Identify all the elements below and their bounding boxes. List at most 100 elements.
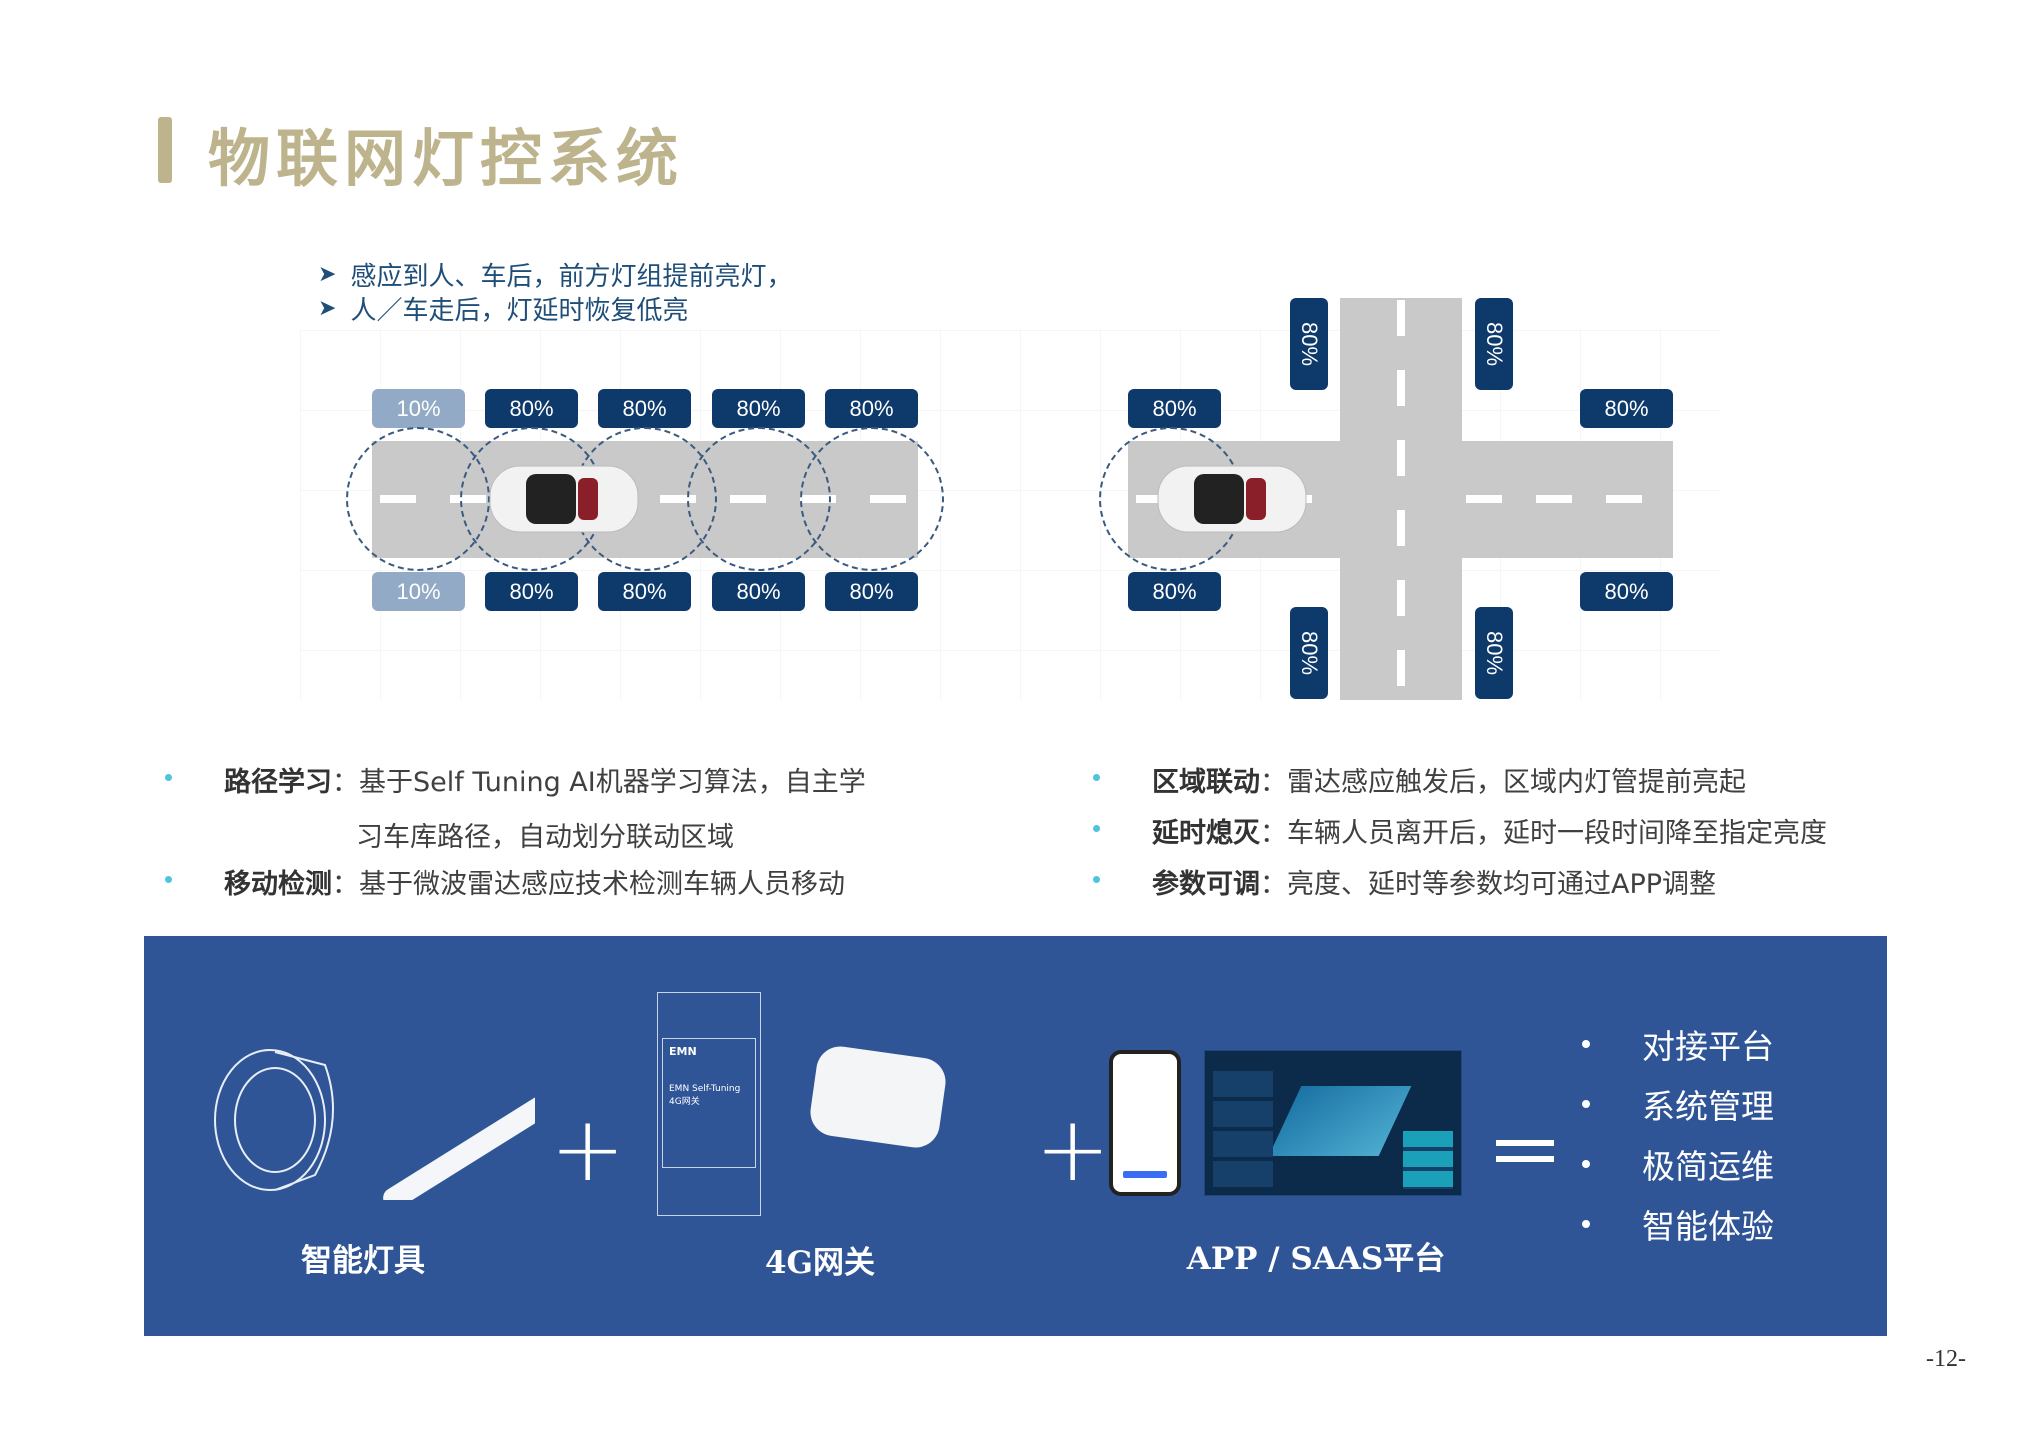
sep: ： — [332, 767, 359, 798]
plus-icon: + — [1035, 1097, 1111, 1202]
brightness-badge: 80% — [598, 572, 691, 611]
intro-text: 感应到人、车后，前方灯组提前亮灯， — [350, 262, 793, 292]
brightness-badge: 80% — [485, 389, 578, 428]
brightness-badge: 80% — [825, 572, 918, 611]
feature-item: 移动检测：基于微波雷达感应技术检测车辆人员移动 — [165, 862, 845, 901]
benefit-text: 系统管理 — [1642, 1087, 1774, 1126]
feature-label: 移动检测 — [224, 869, 332, 900]
gateway-device-image — [807, 1043, 949, 1151]
feature-text: 亮度、延时等参数均可通过APP调整 — [1287, 869, 1717, 900]
brightness-badge: 80% — [1475, 298, 1513, 390]
gateway-name: EMN Self-Tuning 4G网关 — [669, 1084, 741, 1107]
bullet-dot — [1582, 1100, 1590, 1108]
benefit-item: 对接平台 — [1582, 1020, 1774, 1068]
brightness-badge: 80% — [1290, 607, 1328, 699]
lamp-products-image — [214, 1049, 535, 1200]
bullet-dot — [1093, 774, 1100, 781]
brightness-badge: 80% — [1580, 389, 1673, 428]
page-title: 物联网灯控系统 — [208, 122, 685, 195]
badge-text: 80% — [849, 395, 894, 421]
saas-dashboard-image — [1204, 1050, 1462, 1196]
feature-text: 基于Self Tuning AI机器学习算法，自主学 — [359, 767, 866, 798]
brightness-badge: 80% — [1475, 607, 1513, 699]
title-accent-bar — [158, 117, 172, 183]
bullet-dot — [165, 774, 172, 781]
intro-text: 人／车走后，灯延时恢复低亮 — [350, 296, 689, 326]
bullet-dot — [1582, 1220, 1590, 1228]
bullet-dot — [1093, 876, 1100, 883]
brightness-badge: 80% — [1580, 572, 1673, 611]
badge-text: 80% — [1152, 578, 1197, 604]
badge-text: 80% — [622, 578, 667, 604]
equals-icon — [1496, 1140, 1554, 1162]
lamps-label: 智能灯具 — [301, 1243, 425, 1279]
car-icon — [1154, 460, 1310, 538]
badge-text: 80% — [1604, 578, 1649, 604]
intro-line: ➤ 人／车走后，灯延时恢复低亮 — [318, 290, 688, 327]
brightness-badge: 80% — [485, 572, 578, 611]
bullet-dot — [1582, 1040, 1590, 1048]
feature-item: 延时熄灭：车辆人员离开后，延时一段时间降至指定亮度 — [1093, 811, 1827, 850]
brightness-badge: 80% — [712, 389, 805, 428]
benefit-text: 智能体验 — [1642, 1207, 1774, 1246]
feature-label: 延时熄灭 — [1152, 818, 1260, 849]
badge-text: 10% — [396, 395, 441, 421]
brightness-badge: 10% — [372, 572, 465, 611]
badge-text: 80% — [736, 395, 781, 421]
feature-label: 参数可调 — [1152, 869, 1260, 900]
feature-label: 区域联动 — [1152, 767, 1260, 798]
badge-text: 80% — [1297, 630, 1323, 676]
gateway-brand: EMN — [669, 1045, 697, 1058]
lane-marking — [1397, 300, 1405, 700]
lane-marking — [1466, 495, 1673, 503]
intro-line: ➤ 感应到人、车后，前方灯组提前亮灯， — [318, 256, 792, 293]
feature-label: 路径学习 — [224, 767, 332, 798]
badge-text: 80% — [509, 578, 554, 604]
badge-text: 80% — [1482, 630, 1508, 676]
plus-icon: + — [550, 1097, 626, 1202]
benefit-text: 对接平台 — [1642, 1027, 1774, 1066]
badge-text: 80% — [1297, 321, 1323, 367]
benefit-item: 系统管理 — [1582, 1080, 1774, 1128]
feature-text: 雷达感应触发后，区域内灯管提前亮起 — [1287, 767, 1746, 798]
arrow-bullet-icon: ➤ — [318, 262, 337, 287]
feature-item: 路径学习：基于Self Tuning AI机器学习算法，自主学习车库路径，自动划… — [165, 760, 866, 854]
badge-text: 10% — [396, 578, 441, 604]
brightness-badge: 80% — [1128, 572, 1221, 611]
badge-text: 80% — [1152, 395, 1197, 421]
gateway-box-image: EMN EMN Self-Tuning 4G网关 — [657, 992, 761, 1216]
brightness-badge: 10% — [372, 389, 465, 428]
badge-text: 80% — [622, 395, 667, 421]
brightness-badge: 80% — [825, 389, 918, 428]
tube-light-icon — [383, 1092, 535, 1200]
badge-text: 80% — [736, 578, 781, 604]
car-icon — [486, 460, 642, 538]
brightness-badge: 80% — [598, 389, 691, 428]
feature-item: 参数可调：亮度、延时等参数均可通过APP调整 — [1093, 862, 1716, 901]
platform-label: APP / SAAS平台 — [1186, 1241, 1446, 1277]
benefit-item: 极简运维 — [1582, 1140, 1774, 1188]
badge-text: 80% — [1482, 321, 1508, 367]
benefit-text: 极简运维 — [1642, 1147, 1774, 1186]
sep: ： — [1260, 818, 1287, 849]
benefit-item: 智能体验 — [1582, 1200, 1774, 1248]
sep: ： — [332, 869, 359, 900]
bullet-dot — [1582, 1160, 1590, 1168]
sep: ： — [1260, 869, 1287, 900]
arrow-bullet-icon: ➤ — [318, 296, 337, 321]
badge-text: 80% — [1604, 395, 1649, 421]
feature-text: 习车库路径，自动划分联动区域 — [356, 822, 734, 853]
feature-item: 区域联动：雷达感应触发后，区域内灯管提前亮起 — [1093, 760, 1746, 799]
bullet-dot — [165, 876, 172, 883]
downlight-icon — [214, 1049, 334, 1191]
badge-text: 80% — [509, 395, 554, 421]
gateway-label: 4G网关 — [764, 1245, 876, 1281]
brightness-badge: 80% — [1290, 298, 1328, 390]
bullet-dot — [1093, 825, 1100, 832]
system-panel — [144, 936, 1887, 1336]
phone-app-image — [1109, 1050, 1181, 1196]
badge-text: 80% — [849, 578, 894, 604]
page-number: -12- — [1926, 1346, 1966, 1372]
brightness-badge: 80% — [712, 572, 805, 611]
sensor-range-circle — [800, 427, 944, 571]
